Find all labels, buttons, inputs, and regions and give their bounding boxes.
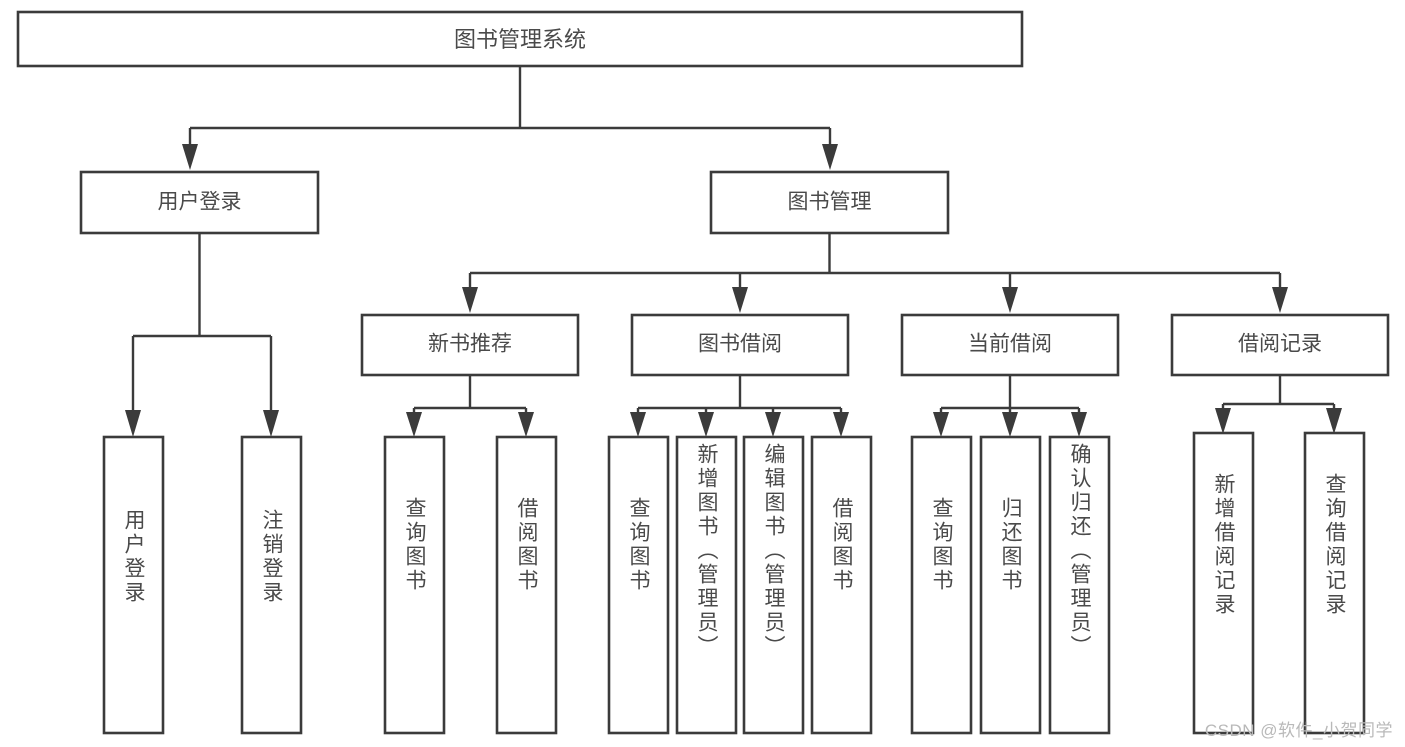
arrow-head-icon [765, 412, 781, 437]
arrow-head-icon [462, 287, 478, 313]
arrow-head-icon [1272, 287, 1288, 313]
arrow-head-icon [630, 412, 646, 437]
arrow-head-icon [406, 412, 422, 437]
node-root[interactable]: 图书管理系统 [16, 10, 1024, 68]
node-borrow-record-label: 借阅记录 [1238, 333, 1322, 356]
connector-book-management-to-level3 [462, 233, 1288, 313]
arrow-head-icon [182, 144, 198, 170]
node-current-borrow-box[interactable] [900, 313, 1120, 377]
connector-root-to-level2 [182, 66, 838, 170]
connector-borrow-record-to-leaves [1215, 375, 1342, 434]
arrow-head-icon [125, 410, 141, 437]
connector-current-borrow-to-leaves [933, 375, 1087, 437]
connector-user-login-to-leaves [125, 233, 279, 437]
arrow-head-icon [933, 412, 949, 437]
leaf-box-add-book[interactable] [675, 435, 738, 735]
leaf-box-borrow-book-1[interactable] [495, 435, 558, 735]
arrow-head-icon [1002, 412, 1018, 437]
leaf-box-add-record[interactable] [1192, 431, 1255, 735]
node-root-box[interactable] [16, 10, 1024, 68]
node-current-borrow[interactable]: 当前借阅 [900, 313, 1120, 377]
arrow-head-icon [698, 412, 714, 437]
leaf-box-query-record[interactable] [1303, 431, 1366, 735]
leaf-box-borrow-book-2[interactable] [810, 435, 873, 735]
node-book-management[interactable]: 图书管理 [709, 170, 950, 235]
connector-book-borrow-to-leaves [630, 375, 849, 437]
node-new-book-recommend[interactable]: 新书推荐 [360, 313, 580, 377]
node-root-label: 图书管理系统 [454, 27, 586, 52]
node-book-borrow-label: 图书借阅 [698, 333, 782, 356]
leaf-box-query-book-2[interactable] [607, 435, 670, 735]
node-user-login-box[interactable] [79, 170, 320, 235]
node-book-management-label: 图书管理 [788, 191, 872, 214]
leaf-box-return-book[interactable] [979, 435, 1042, 735]
node-new-book-recommend-box[interactable] [360, 313, 580, 377]
arrow-head-icon [732, 287, 748, 313]
leaf-box-edit-book[interactable] [742, 435, 805, 735]
leaf-box-confirm-return[interactable] [1048, 435, 1111, 735]
node-book-borrow[interactable]: 图书借阅 [630, 313, 850, 377]
node-new-book-recommend-label: 新书推荐 [428, 333, 512, 356]
leaf-box-query-book-3[interactable] [910, 435, 973, 735]
leaf-box-query-book-1[interactable] [383, 435, 446, 735]
arrow-head-icon [1071, 412, 1087, 437]
leaf-box-logout-login[interactable] [240, 435, 303, 735]
csdn-watermark: CSDN @软件_小贺同学 [1204, 721, 1393, 740]
arrow-head-icon [518, 412, 534, 437]
node-user-login[interactable]: 用户登录 [79, 170, 320, 235]
arrow-head-icon [263, 410, 279, 437]
node-user-login-label: 用户登录 [158, 191, 242, 214]
arrow-head-icon [1326, 408, 1342, 434]
arrow-head-icon [833, 412, 849, 437]
arrow-head-icon [1002, 287, 1018, 313]
arrow-head-icon [822, 144, 838, 170]
node-current-borrow-label: 当前借阅 [968, 333, 1052, 356]
arrow-head-icon [1215, 408, 1231, 434]
node-borrow-record[interactable]: 借阅记录 [1170, 313, 1390, 377]
leaf-box-user-login[interactable] [102, 435, 165, 735]
connector-new-book-recommend-to-leaves [406, 375, 534, 437]
